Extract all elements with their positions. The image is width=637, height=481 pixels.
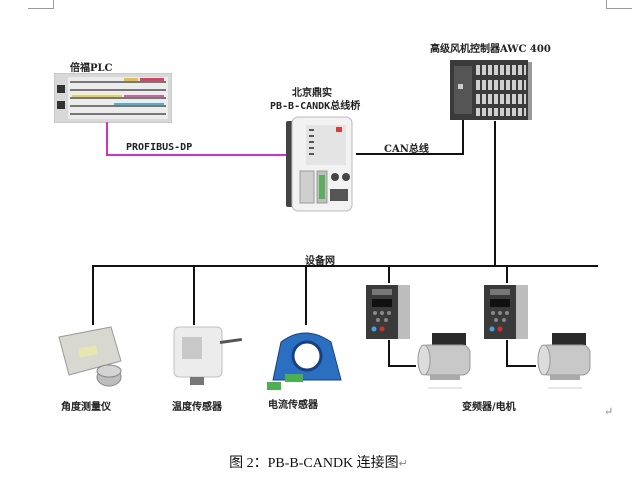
- temp-sensor-device-image: [173, 326, 242, 385]
- controller-label: 高级风机控制器AWC 400: [430, 44, 551, 55]
- inverter-1-to-motor-line-horizontal: [388, 365, 416, 367]
- angle-meter-label: 角度测量仪: [61, 402, 111, 413]
- inverter-1-device-image: [366, 285, 410, 339]
- page-corner-mark-left: [28, 0, 54, 9]
- can-bus-line-horizontal: [356, 153, 464, 155]
- current-sensor-label: 电流传感器: [268, 400, 318, 411]
- drop-line-temp-sensor: [193, 265, 195, 325]
- current-sensor-device-image: [267, 332, 342, 390]
- bridge-label-line2: PB-B-CANDK总线桥: [270, 101, 361, 112]
- plc-label: 倍福PLC: [70, 63, 113, 74]
- caption-return-mark: ↵: [398, 458, 408, 470]
- motor-1-device-image: [417, 333, 471, 389]
- drop-line-current-sensor: [305, 265, 307, 325]
- inverter-1-to-motor-line-vertical: [388, 340, 390, 366]
- controller-to-device-net-line: [494, 121, 496, 266]
- page-corner-mark-right: [606, 0, 632, 9]
- figure-caption-text: 图 2：PB-B-CANDK 连接图: [229, 456, 399, 471]
- inverter-2-device-image: [484, 285, 528, 339]
- bridge-label-line1: 北京鼎实: [292, 88, 332, 99]
- drop-line-angle-meter: [92, 265, 94, 325]
- temp-sensor-label: 温度传感器: [172, 402, 222, 413]
- motor-2-device-image: [537, 333, 591, 389]
- can-bus-label: CAN总线: [384, 144, 429, 155]
- drop-line-inverter-1: [388, 265, 390, 283]
- profibus-line-horizontal: [106, 154, 288, 156]
- inverter-motor-label: 变频器/电机: [462, 402, 516, 413]
- paragraph-mark: ↵: [604, 405, 614, 418]
- inverter-2-to-motor-line-vertical: [506, 340, 508, 366]
- device-net-label: 设备网: [305, 256, 335, 267]
- controller-device-image: [450, 60, 532, 120]
- bridge-device-image: [286, 116, 353, 212]
- profibus-label: PROFIBUS-DP: [126, 142, 193, 153]
- angle-meter-device-image: [58, 326, 122, 387]
- profibus-line-vertical: [106, 122, 108, 156]
- plc-device-image: [54, 73, 172, 123]
- figure-caption: 图 2：PB-B-CANDK 连接图↵: [0, 452, 637, 472]
- inverter-2-to-motor-line-horizontal: [506, 365, 536, 367]
- drop-line-inverter-2: [506, 265, 508, 283]
- device-net-bus-line: [92, 265, 598, 267]
- can-bus-line-vertical: [462, 118, 464, 155]
